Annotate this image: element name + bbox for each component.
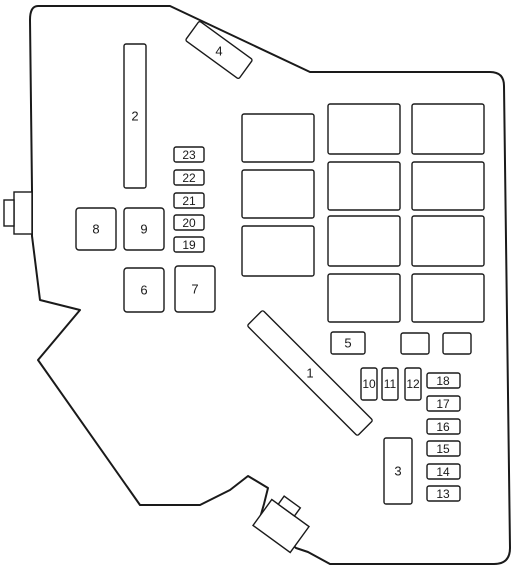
fuse-9: 9 [123,207,165,251]
relay-slot [327,103,401,155]
fuse-13: 13 [426,485,461,502]
fuse-1-label: 1 [306,366,313,381]
fuse-12: 12 [404,367,422,401]
relay-slot [411,103,485,155]
fuse-19-label: 19 [182,238,196,252]
relay-grid [241,103,485,323]
fuse-11: 11 [381,367,399,401]
fuse-16: 16 [426,418,461,435]
fuse-5-label: 5 [344,336,351,351]
fuse-17-label: 17 [436,397,450,411]
relay-slot [327,273,401,323]
bottom-connector [252,495,310,554]
fuse-2: 2 [123,43,147,189]
relay-slot [327,215,401,267]
fuse-18: 18 [426,372,461,389]
relay-slot [241,169,315,219]
fuse-15: 15 [426,440,461,457]
fuse-9-label: 9 [140,222,147,237]
fuse-23-label: 23 [182,148,196,162]
fuse-1: 1 [247,310,373,436]
spare-slot [400,332,430,355]
fuse-23: 23 [173,146,205,163]
fuse-8: 8 [75,207,117,251]
fuse-6-label: 6 [140,283,147,298]
left-side-connector [3,191,33,235]
fuse-17: 17 [426,395,461,412]
fuse-11-label: 11 [384,377,397,391]
fuse-14-label: 14 [436,465,450,479]
fuse-8-label: 8 [92,222,99,237]
fuse-22: 22 [173,169,205,186]
fuse-7: 7 [174,265,216,313]
fuse-20: 20 [173,214,205,231]
relay-slot [411,161,485,211]
spare-slot [442,332,472,355]
fuse-2-label: 2 [131,109,138,124]
fuse-18-label: 18 [436,374,450,388]
fuse-10-label: 10 [362,377,376,391]
fuse-13-label: 13 [436,487,450,501]
fuse-15-label: 15 [436,442,450,456]
fuse-4: 4 [185,20,253,80]
relay-slot [411,215,485,267]
relay-slot [241,113,315,163]
fuse-10: 10 [360,367,378,401]
fuse-4-label: 4 [215,44,222,59]
relay-slot [411,273,485,323]
fuse-6: 6 [123,267,165,313]
fuse-3: 3 [383,437,413,505]
fuse-5: 5 [330,331,366,355]
fuse-7-label: 7 [191,282,198,297]
fuse-3-label: 3 [394,464,401,479]
fuse-21: 21 [173,192,205,209]
relay-slot [241,225,315,277]
fuse-16-label: 16 [436,420,450,434]
fuse-20-label: 20 [182,216,196,230]
relay-slot [327,161,401,211]
fuse-21-label: 21 [182,194,196,208]
fuse-22-label: 22 [182,171,196,185]
fuse-19: 19 [173,236,205,253]
fuse-12-label: 12 [406,377,420,391]
fuse-14: 14 [426,463,461,480]
